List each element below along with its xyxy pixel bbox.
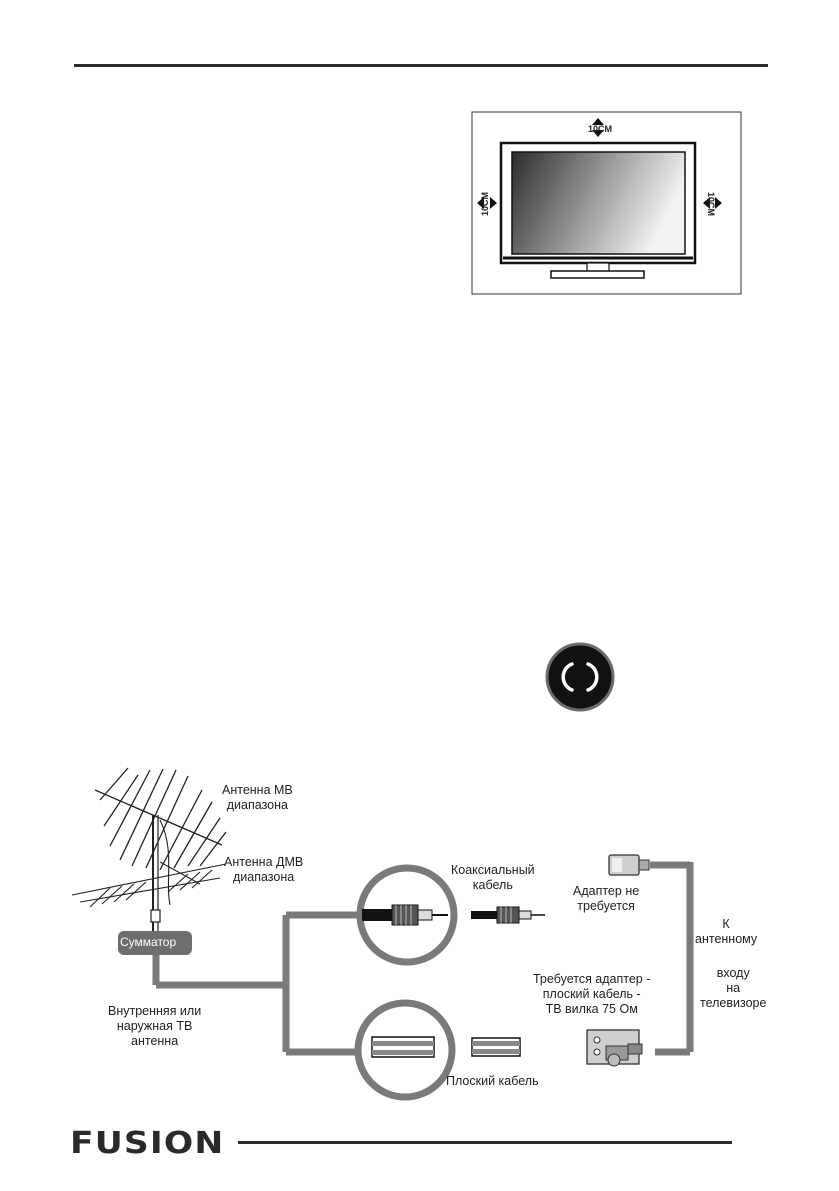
combiner-box [118,931,192,955]
clearance-top-label: 10CM [588,124,613,134]
arrow-left-icon [703,197,710,209]
tv-screen [511,151,686,255]
flat-cable-label: Плоский кабель [446,1074,539,1088]
combiner-label: Сумматор [120,935,177,949]
tv-stand-base [550,270,645,279]
arrow-left-icon [477,197,484,209]
antenna-caption: Внутренняя или наружная ТВ антенна [108,1004,202,1048]
header-rule [74,64,768,67]
signal-cables [152,861,694,1056]
arrow-right-icon [490,197,497,209]
uhf-antenna-drawing [71,819,227,908]
adapter-needed-label: Требуется адаптер - плоский кабель - ТВ … [533,972,651,1016]
coax-cable-drawing [471,906,545,924]
tv-input-label-2: входу на телевизоре [700,966,767,1010]
coax-cable-label: Коаксиальный кабель [451,863,535,892]
clearance-frame [471,111,742,295]
arrow-right-icon [715,197,722,209]
flat-cable-magnified [371,1036,435,1058]
footer-rule [238,1141,732,1144]
balun-adapter-icon [586,1029,643,1067]
arrow-down-icon [592,130,604,137]
vhf-antenna-label: Антенна МВ диапазона [222,783,293,812]
brand-logo: FUSION [70,1126,225,1161]
vhf-antenna-drawing [94,767,227,871]
no-adapter-label: Адаптер не требуется [573,884,640,913]
arrow-up-icon [592,118,604,125]
uhf-antenna-label: Антенна ДМВ диапазона [224,855,304,884]
plug-connector-icon [608,854,650,876]
tv-input-label-1: К антенному [695,917,758,946]
flat-cable-drawing [471,1037,521,1057]
coax-cable-magnified [362,904,448,926]
